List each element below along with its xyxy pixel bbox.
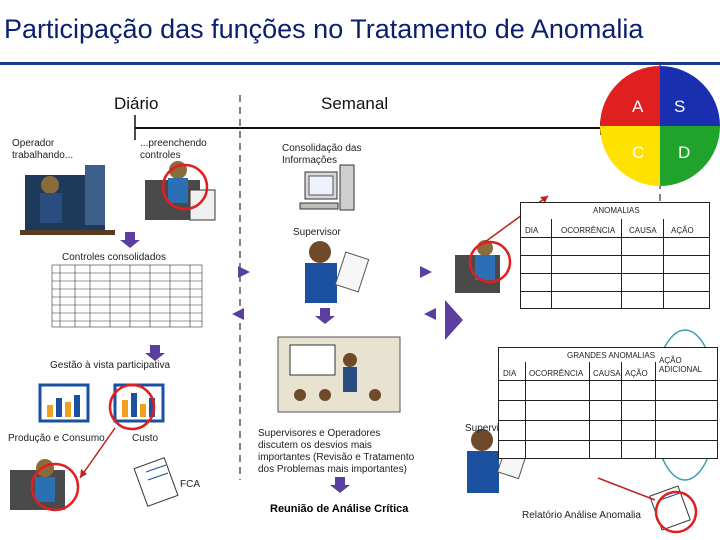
- anomalias-table: ANOMALIAS DIA OCORRÊNCIA CAUSA AÇÃO: [520, 202, 710, 309]
- grandes-col-dia: DIA: [503, 369, 517, 378]
- chart-production-image: [38, 383, 90, 423]
- operator-label: Operador trabalhando...: [12, 138, 74, 161]
- asdc-quadrant-a: [600, 66, 660, 126]
- operator-workstation-image: [20, 165, 115, 235]
- highlight-circle-5: [654, 490, 698, 534]
- consolidation-label: Consolidação das Informações: [282, 143, 362, 166]
- arrow-left-1: [232, 308, 244, 320]
- grandes-anomalias-table: GRANDES ANOMALIAS DIA OCORRÊNCIA CAUSA A…: [498, 347, 718, 459]
- anomalias-col-dia: DIA: [525, 226, 539, 235]
- highlight-circle-3: [108, 383, 156, 431]
- production-label: Produção e Consumo: [8, 433, 105, 444]
- asdc-circle: [600, 66, 720, 186]
- header-daily: Diário: [114, 94, 159, 113]
- asdc-letter-d: D: [678, 143, 691, 162]
- supervisor-image-1: [305, 241, 370, 303]
- computer-image: [299, 164, 355, 211]
- grandes-table-title: GRANDES ANOMALIAS: [567, 351, 656, 360]
- highlight-circle-2: [468, 240, 512, 284]
- highlight-circle-1: [161, 163, 209, 211]
- grandes-col-causa: CAUSA: [593, 369, 621, 378]
- controls-label: Controles consolidados: [62, 252, 166, 263]
- operator-filling-image: [145, 161, 216, 221]
- visual-mgmt-label: Gestão à vista participativa: [50, 360, 171, 371]
- header-weekly: Semanal: [321, 94, 389, 113]
- cost-label: Custo: [132, 433, 159, 444]
- arrow-down-3: [330, 477, 350, 493]
- page-title: Participação das funções no Tratamento d…: [4, 14, 644, 44]
- asdc-quadrant-d: [660, 126, 720, 186]
- arrow-down-2: [315, 308, 335, 324]
- grandes-col-acao: AÇÃO: [625, 369, 648, 378]
- connector-line-3: [597, 477, 656, 501]
- report-label: Relatório Análise Anomalia: [522, 510, 641, 521]
- fca-label: FCA: [180, 479, 200, 490]
- arrow-right-1: [238, 266, 250, 278]
- highlight-circle-4: [30, 462, 80, 512]
- anomalias-col-causa: CAUSA: [629, 226, 657, 235]
- supervisor-label-1: Supervisor: [293, 227, 341, 238]
- connector-line-2: [79, 427, 116, 479]
- meeting-label: Reunião de Análise Crítica: [270, 503, 409, 515]
- chart-cost-image: [113, 383, 165, 423]
- arrow-right-big: [445, 300, 463, 340]
- supervisor-label-2: Supervisor: [465, 423, 513, 434]
- arrow-down-1: [120, 232, 140, 248]
- grandes-col-ocorrencia: OCORRÊNCIA: [529, 369, 584, 378]
- arrow-down-4: [145, 345, 165, 361]
- title-bar: Participação das funções no Tratamento d…: [0, 0, 720, 65]
- asdc-letter-c: C: [632, 143, 645, 162]
- asdc-quadrant-c: [600, 126, 660, 186]
- discussion-label: Supervisores e Operadores discutem os de…: [258, 428, 415, 475]
- anomalias-col-ocorrencia: OCORRÊNCIA: [561, 226, 616, 235]
- filling-label: ...preenchendo controles: [140, 138, 207, 161]
- operator-image-2: [455, 240, 500, 293]
- anomalias-table-title: ANOMALIAS: [593, 206, 640, 215]
- anomalias-col-acao: AÇÃO: [671, 226, 694, 235]
- fca-clipboard-image: [133, 457, 179, 507]
- asdc-letter-s: S: [674, 97, 686, 116]
- asdc-letter-a: A: [632, 97, 644, 116]
- arrow-right-2: [420, 266, 432, 278]
- controls-grid: [51, 264, 203, 328]
- grandes-col-acao-adicional: AÇÃO ADICIONAL: [659, 356, 703, 374]
- arrow-left-2: [424, 308, 436, 320]
- meeting-image: [277, 336, 401, 413]
- asdc-quadrant-s: [660, 66, 720, 126]
